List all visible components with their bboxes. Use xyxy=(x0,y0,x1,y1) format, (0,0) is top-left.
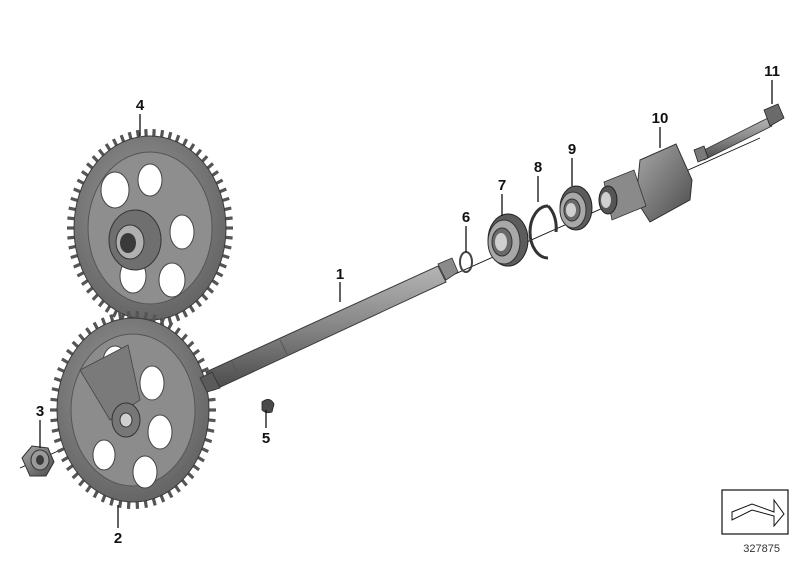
bolt-11 xyxy=(693,103,785,163)
housing-10 xyxy=(598,143,693,223)
gear-4 xyxy=(67,129,233,327)
callout-5: 5 xyxy=(262,430,270,447)
callout-3: 3 xyxy=(36,403,44,420)
reference-number: 327875 xyxy=(743,543,780,555)
camshaft-1 xyxy=(199,257,459,393)
callout-9: 9 xyxy=(568,141,576,158)
gear-2 xyxy=(50,311,216,509)
callout-6: 6 xyxy=(462,209,470,226)
view-direction-arrow-icon xyxy=(721,489,789,535)
callout-7: 7 xyxy=(498,177,506,194)
bearing-7 xyxy=(487,213,529,267)
key-5 xyxy=(261,399,275,414)
callout-4: 4 xyxy=(136,97,145,114)
callout-10: 10 xyxy=(652,110,669,127)
callout-1: 1 xyxy=(336,266,344,283)
bearing-9 xyxy=(559,185,593,231)
nut-3 xyxy=(21,445,55,477)
callout-11: 11 xyxy=(764,63,780,80)
callout-2: 2 xyxy=(114,530,122,547)
circlip-8 xyxy=(528,204,558,260)
callout-8: 8 xyxy=(534,159,542,176)
